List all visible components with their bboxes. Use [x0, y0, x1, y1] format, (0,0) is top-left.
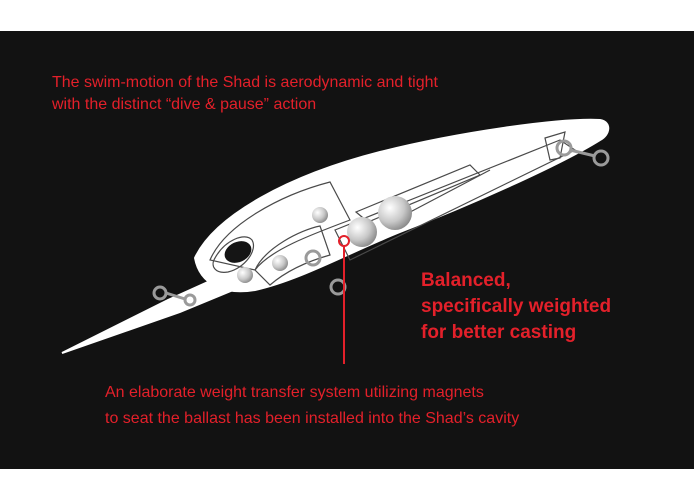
balance-caption-line-2: specifically weighted: [421, 296, 612, 317]
weight-ball-large: [378, 196, 412, 230]
lure-eye: [224, 241, 252, 263]
weight-ball-small-3: [237, 267, 253, 283]
balance-caption-line-3: for better casting: [421, 322, 577, 343]
swim-motion-caption-line-2: with the distinct “dive & pause” action: [52, 96, 317, 113]
balance-caption-line-1: Balanced,: [421, 270, 511, 291]
weight-transfer-caption-line-1: An elaborate weight transfer system util…: [105, 384, 484, 401]
swim-motion-caption: The swim-motion of the Shad is aerodynam…: [52, 72, 438, 116]
weight-transfer-caption: An elaborate weight transfer system util…: [105, 380, 519, 432]
weight-transfer-caption-line-2: to seat the ballast has been installed i…: [105, 410, 520, 427]
swim-motion-caption-line-1: The swim-motion of the Shad is aerodynam…: [52, 74, 438, 91]
weight-ball-medium: [347, 217, 377, 247]
weight-ball-small: [312, 207, 328, 223]
weight-ball-small-2: [272, 255, 288, 271]
eyelets: [152, 139, 610, 307]
balance-caption: Balanced, specifically weighted for bett…: [421, 268, 611, 346]
